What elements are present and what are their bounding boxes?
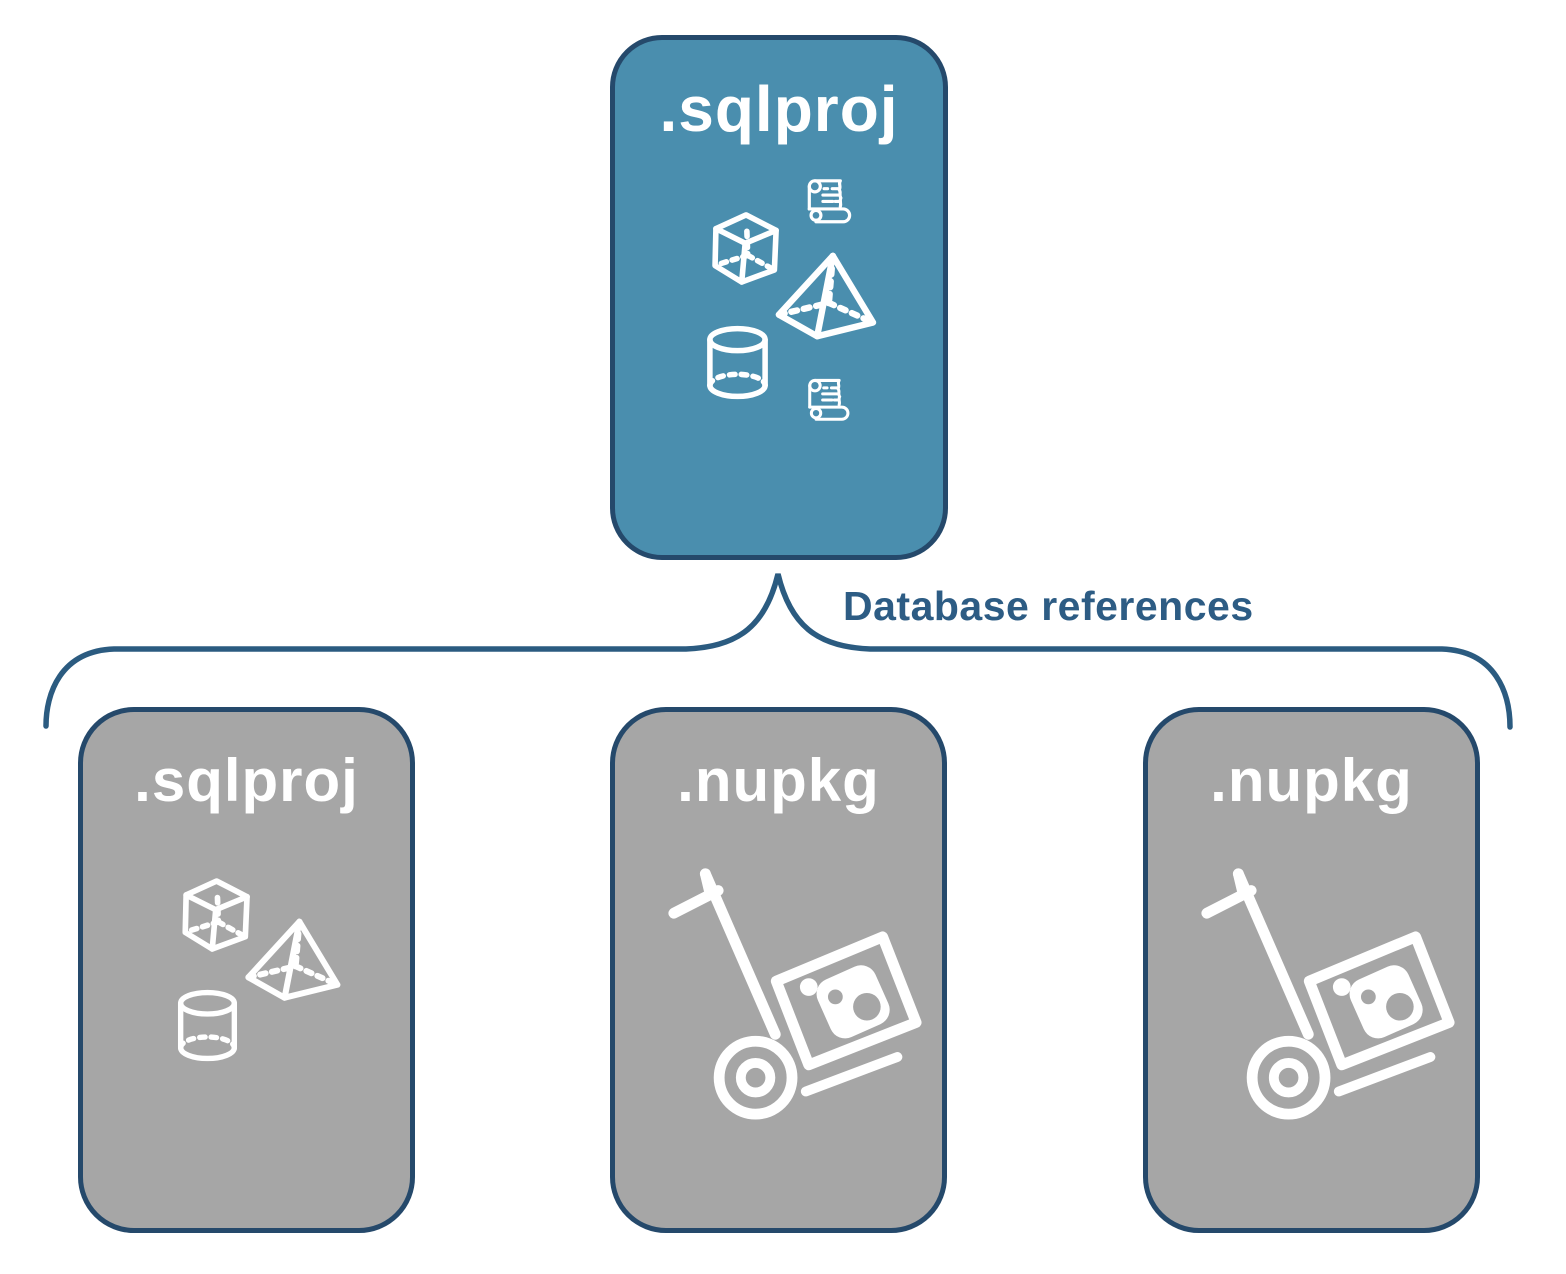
- scroll-icon: [798, 173, 856, 231]
- child-card-title: .nupkg: [1210, 747, 1413, 814]
- child-card-title: .sqlproj: [134, 747, 359, 814]
- package-dolly-icon: [663, 860, 925, 1122]
- cylinder-icon: [173, 986, 242, 1065]
- database-references-label: Database references: [843, 583, 1254, 629]
- parent-sqlproj-card: .sqlproj: [610, 35, 948, 560]
- pyramid-icon: [771, 250, 879, 348]
- package-dolly-icon: [1196, 860, 1458, 1122]
- child-nupkg-card-1: .nupkg: [610, 707, 947, 1233]
- parent-card-title: .sqlproj: [659, 73, 899, 145]
- scroll-icon: [799, 373, 854, 428]
- child-nupkg-card-2: .nupkg: [1143, 707, 1480, 1233]
- child-sqlproj-card: .sqlproj: [78, 707, 415, 1233]
- child-card-title: .nupkg: [677, 747, 880, 814]
- pyramid-icon: [241, 916, 343, 1009]
- cylinder-icon: [702, 320, 773, 405]
